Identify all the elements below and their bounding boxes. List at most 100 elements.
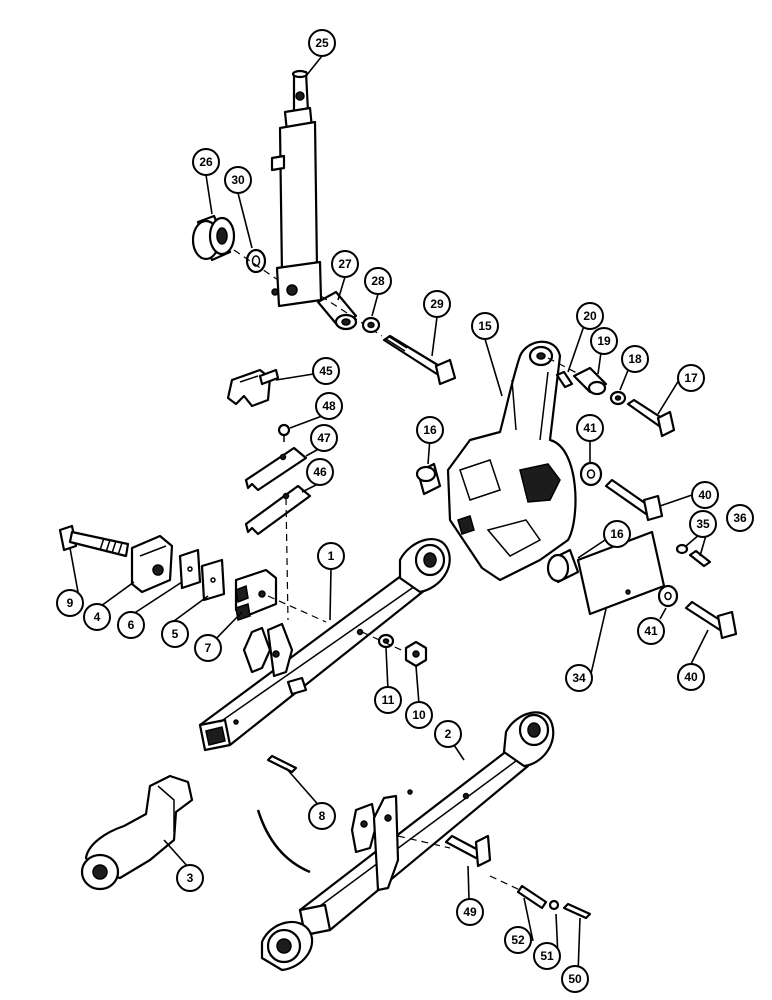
alignment-line [233, 249, 279, 281]
callout-9: 9 [56, 589, 84, 617]
callout-28: 28 [364, 267, 392, 295]
callout-16-lower: 16 [603, 520, 631, 548]
alignment-line [285, 497, 289, 621]
part-41-washer-lower [657, 584, 679, 608]
part-3-end-fitting [80, 774, 194, 891]
callout-40-upper: 40 [691, 481, 719, 509]
svg-text:7: 7 [205, 641, 212, 655]
svg-text:28: 28 [371, 274, 385, 288]
callout-48: 48 [315, 392, 343, 420]
part-46-plate [244, 484, 312, 536]
part-18-washer [609, 390, 627, 406]
part-11-washer [377, 633, 395, 649]
callout-40-lower: 40 [677, 663, 705, 691]
part-19-sleeve [572, 366, 608, 396]
svg-text:26: 26 [199, 155, 213, 169]
svg-text:27: 27 [338, 257, 352, 271]
alignment-line [489, 875, 521, 891]
part-17-bolt [626, 398, 676, 438]
part-27-sleeve [316, 290, 358, 331]
callout-20: 20 [576, 302, 604, 330]
callout-10: 10 [405, 701, 433, 729]
svg-text:19: 19 [597, 334, 611, 348]
svg-text:5: 5 [172, 627, 179, 641]
callout-8: 8 [308, 802, 336, 830]
svg-text:4: 4 [94, 610, 101, 624]
part-49-pin [444, 834, 492, 868]
part-35-washer [675, 543, 689, 555]
svg-text:34: 34 [572, 671, 586, 685]
callout-3: 3 [176, 864, 204, 892]
callout-41-lower: 41 [637, 617, 665, 645]
part-36-screw [688, 549, 712, 568]
callout-17: 17 [677, 364, 705, 392]
svg-text:52: 52 [511, 933, 525, 947]
part-16-bushing-lower [546, 548, 580, 584]
svg-text:6: 6 [128, 618, 135, 632]
callout-11: 11 [374, 686, 402, 714]
svg-text:10: 10 [412, 708, 426, 722]
callout-52: 52 [504, 926, 532, 954]
callout-45: 45 [312, 357, 340, 385]
part-15-lift-arm [446, 340, 577, 582]
svg-text:35: 35 [696, 517, 710, 531]
part-26-bushing [191, 214, 236, 262]
part-4-block [130, 534, 174, 594]
svg-text:46: 46 [313, 465, 327, 479]
callout-16-upper: 16 [416, 416, 444, 444]
part-51-washer [548, 899, 560, 911]
alignment-line [267, 595, 327, 623]
svg-text:41: 41 [644, 624, 658, 638]
alignment-line [361, 631, 411, 655]
callout-46: 46 [306, 458, 334, 486]
part-5-shim [200, 558, 226, 602]
svg-text:29: 29 [430, 297, 444, 311]
svg-text:41: 41 [583, 421, 597, 435]
svg-text:51: 51 [540, 949, 554, 963]
svg-text:16: 16 [610, 527, 624, 541]
part-50-screw [562, 902, 592, 920]
part-52-pin [516, 884, 548, 910]
part-30-washer [245, 248, 267, 274]
svg-text:3: 3 [187, 871, 194, 885]
part-29-bolt [382, 334, 457, 386]
part-16-bushing-upper [415, 462, 442, 496]
callout-4: 4 [83, 603, 111, 631]
svg-text:49: 49 [463, 905, 477, 919]
svg-text:40: 40 [684, 670, 698, 684]
part-25-lift-shaft [270, 69, 323, 308]
callout-27: 27 [331, 250, 359, 278]
svg-text:9: 9 [67, 596, 74, 610]
part-9-bolt [58, 524, 130, 558]
callout-41-upper: 41 [576, 414, 604, 442]
callout-19: 19 [590, 327, 618, 355]
callout-30: 30 [224, 166, 252, 194]
svg-text:20: 20 [583, 309, 597, 323]
part-8-pin [266, 754, 298, 774]
callout-49: 49 [456, 898, 484, 926]
svg-text:47: 47 [317, 431, 331, 445]
callout-6: 6 [117, 611, 145, 639]
callout-51: 51 [533, 942, 561, 970]
callout-15: 15 [471, 312, 499, 340]
svg-text:45: 45 [319, 364, 333, 378]
part-40-bolt-lower [684, 600, 738, 640]
svg-text:50: 50 [568, 972, 582, 986]
part-7-bracket [234, 568, 278, 621]
svg-text:2: 2 [445, 727, 452, 741]
part-48-screw [277, 423, 291, 442]
callout-47: 47 [310, 424, 338, 452]
part-47-plate [244, 446, 308, 492]
callout-18: 18 [621, 345, 649, 373]
svg-text:15: 15 [478, 319, 492, 333]
svg-text:17: 17 [684, 371, 698, 385]
part-20-bolt [555, 370, 574, 389]
rotation-arc [256, 809, 311, 874]
svg-text:8: 8 [319, 809, 326, 823]
callout-26: 26 [192, 148, 220, 176]
callout-2: 2 [434, 720, 462, 748]
callout-36: 36 [726, 504, 754, 532]
svg-text:18: 18 [628, 352, 642, 366]
callout-29: 29 [423, 290, 451, 318]
